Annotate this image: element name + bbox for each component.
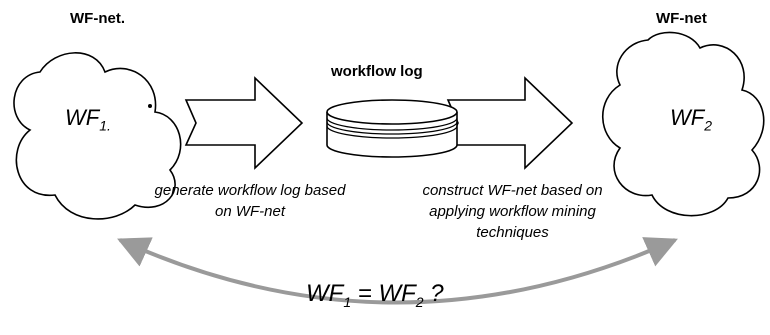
workflow-log-cylinder bbox=[326, 99, 458, 158]
cloud-right bbox=[601, 31, 765, 217]
cloud-left bbox=[13, 52, 182, 220]
construct-caption: construct WF-net based on applying workf… bbox=[422, 182, 603, 241]
left-net-label: WF1. bbox=[65, 105, 111, 134]
block-arrow-generate bbox=[184, 76, 304, 170]
comparison-arrow bbox=[117, 237, 678, 305]
log-title: workflow log bbox=[331, 63, 423, 80]
right-net-title: WF-net bbox=[656, 10, 707, 27]
left-net-title: WF-net. bbox=[70, 10, 125, 27]
dot-marker bbox=[148, 104, 152, 108]
equality-question: WF1 = WF2 ? bbox=[306, 280, 444, 310]
generate-caption: generate workflow log based on WF-net bbox=[154, 182, 346, 220]
block-arrow-construct bbox=[446, 76, 574, 170]
right-net-label: WF2 bbox=[670, 105, 712, 134]
